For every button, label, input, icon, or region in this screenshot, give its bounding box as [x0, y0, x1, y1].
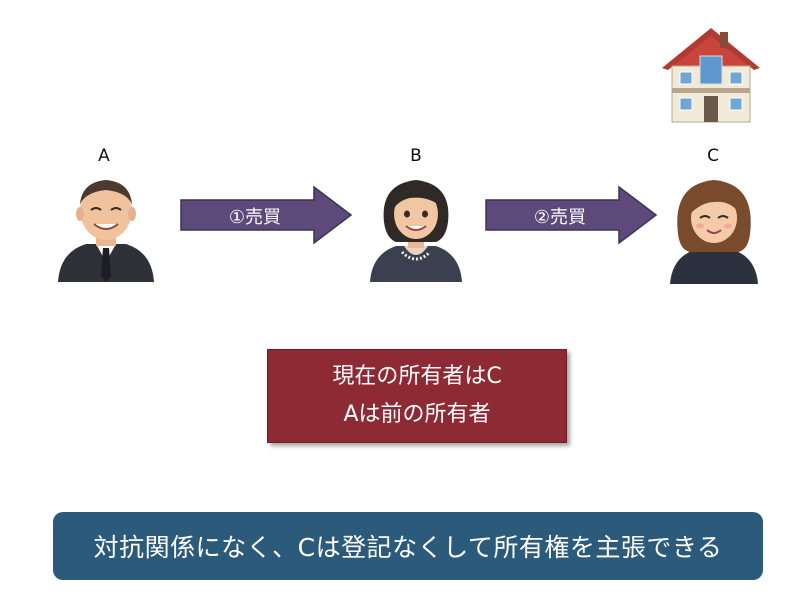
conclusion-text: 対抗関係になく、Cは登記なくして所有権を主張できる	[93, 533, 723, 562]
house-icon	[662, 28, 760, 123]
conclusion-banner: 対抗関係になく、Cは登記なくして所有権を主張できる	[53, 512, 763, 580]
owner-box-line-1: 現在の所有者はC	[332, 364, 502, 389]
person-c-icon	[670, 180, 758, 284]
person-b-icon	[370, 180, 462, 282]
current-owner-box: 現在の所有者はC Aは前の所有者	[267, 349, 567, 443]
arrow-a-to-b	[180, 185, 353, 245]
owner-box-line-2: Aは前の所有者	[343, 402, 491, 427]
transaction-2-label: ②売買	[533, 207, 587, 228]
person-a-icon	[58, 180, 154, 282]
party-c-label: C	[707, 146, 719, 166]
party-b-label: B	[410, 146, 422, 166]
arrow-b-to-c	[485, 185, 658, 245]
transaction-1-label: ①売買	[228, 207, 282, 228]
party-a-label: A	[98, 146, 110, 166]
